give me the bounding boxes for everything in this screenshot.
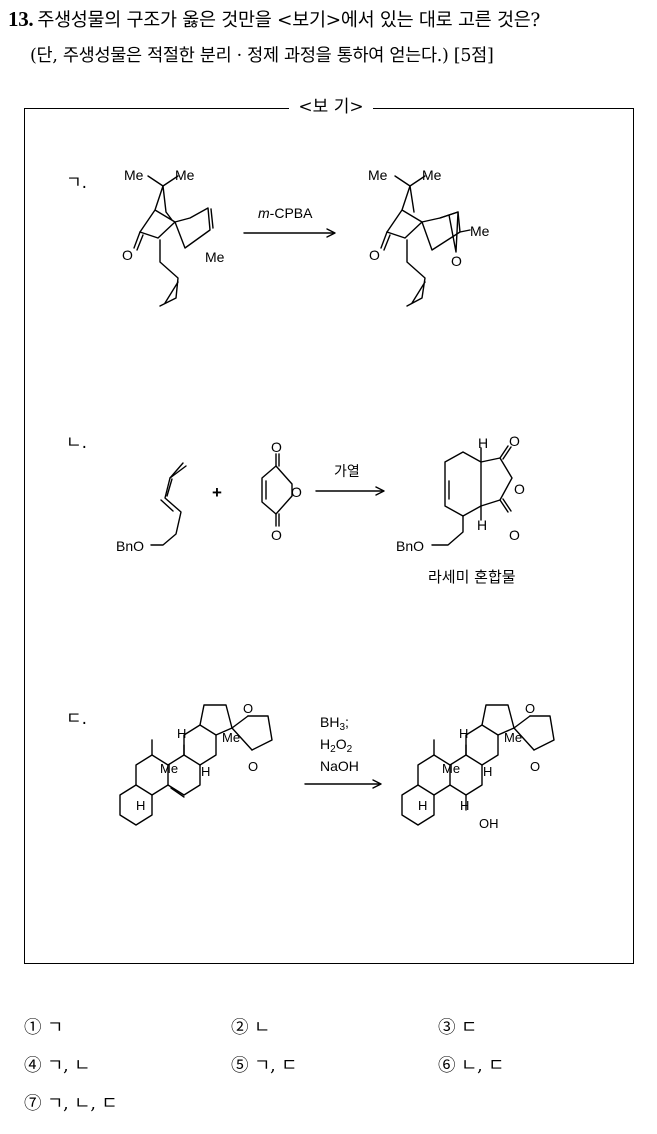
choice-1[interactable]: ① ㄱ bbox=[24, 1014, 63, 1039]
racemic-mixture-caption: 라세미 혼합물 bbox=[428, 568, 516, 586]
reactant-c-h3: H bbox=[136, 798, 145, 813]
reagent-bh: BH bbox=[320, 714, 339, 730]
reactant-c-o1: O bbox=[243, 701, 253, 716]
choice-1-num: ① bbox=[24, 1018, 42, 1038]
choice-3[interactable]: ③ ㄷ bbox=[438, 1014, 477, 1039]
reactant-c-h2: H bbox=[201, 764, 210, 779]
reactant-c-o2: O bbox=[248, 759, 258, 774]
product-b-h-top: H bbox=[478, 435, 488, 451]
reagent-c-line2: H2O2 bbox=[320, 736, 353, 755]
reactant-a-o: O bbox=[122, 247, 133, 263]
anhydride-o-ring: O bbox=[291, 484, 302, 500]
reagent-italic-m: m bbox=[258, 205, 270, 221]
product-a-me3: Me bbox=[470, 223, 490, 239]
product-c-me1: Me bbox=[442, 761, 460, 776]
product-b-o-ring: O bbox=[514, 481, 525, 497]
product-c-oh: OH bbox=[479, 816, 499, 831]
reactant-c-me1: Me bbox=[160, 761, 178, 776]
product-b-o-bottom: O bbox=[509, 527, 520, 543]
item-label-a: ㄱ. bbox=[66, 173, 88, 193]
anhydride-o-top: O bbox=[271, 439, 282, 455]
choice-1-text: ㄱ bbox=[47, 1018, 64, 1038]
reaction-b-diene: BnO bbox=[116, 462, 187, 554]
choice-4-text: ㄱ, ㄴ bbox=[47, 1056, 91, 1076]
choice-3-text: ㄷ bbox=[461, 1018, 478, 1038]
diene-bno: BnO bbox=[116, 538, 144, 554]
reaction-a-arrowhead bbox=[326, 228, 336, 238]
reaction-b-reagent: 가열 bbox=[334, 463, 360, 479]
item-label-b: ㄴ. bbox=[66, 433, 88, 453]
product-a-epoxide-o: O bbox=[451, 253, 462, 269]
choice-3-num: ③ bbox=[438, 1018, 456, 1038]
reactant-c-h1: H bbox=[177, 726, 186, 741]
reaction-b-arrowhead bbox=[375, 486, 385, 496]
choice-6-text: ㄴ, ㄷ bbox=[461, 1056, 505, 1076]
choice-7-text: ㄱ, ㄴ, ㄷ bbox=[47, 1094, 118, 1114]
reaction-b-plus: + bbox=[212, 483, 222, 502]
product-b-h-bottom: H bbox=[477, 517, 487, 533]
product-b-bno: BnO bbox=[396, 538, 424, 554]
choice-4[interactable]: ④ ㄱ, ㄴ bbox=[24, 1052, 90, 1077]
reaction-a-reagent: m-CPBA bbox=[258, 205, 313, 221]
product-a-me1: Me bbox=[368, 167, 388, 183]
product-c-h2: H bbox=[483, 764, 492, 779]
question-stem: 13.주생성물의 구조가 옳은 것만을 <보기>에서 있는 대로 고른 것은? bbox=[8, 6, 540, 32]
product-a-o: O bbox=[369, 247, 380, 263]
choice-2-num: ② bbox=[231, 1018, 249, 1038]
product-a-me2: Me bbox=[422, 167, 442, 183]
reagent-sub2b: 2 bbox=[347, 744, 353, 755]
reactant-a-me3: Me bbox=[205, 249, 225, 265]
reagent-sub3: 3 bbox=[339, 722, 345, 733]
product-c-h4: H bbox=[460, 798, 469, 813]
reactant-a-me2: Me bbox=[175, 167, 195, 183]
product-c-me2: Me bbox=[504, 730, 522, 745]
reagent-semicolon: ; bbox=[345, 714, 349, 730]
question-note: (단, 주생성물은 적절한 분리 · 정제 과정을 통하여 얻는다.) [5점] bbox=[30, 46, 494, 66]
product-c-o2: O bbox=[530, 759, 540, 774]
choice-4-num: ④ bbox=[24, 1056, 42, 1076]
choice-5-text: ㄱ, ㄷ bbox=[254, 1056, 298, 1076]
choice-5-num: ⑤ bbox=[231, 1056, 249, 1076]
reagent-h: H bbox=[320, 736, 330, 752]
choice-7[interactable]: ⑦ ㄱ, ㄴ, ㄷ bbox=[24, 1090, 118, 1115]
choice-7-num: ⑦ bbox=[24, 1094, 42, 1114]
choice-6[interactable]: ⑥ ㄴ, ㄷ bbox=[438, 1052, 504, 1077]
reagent-c-line3: NaOH bbox=[320, 758, 359, 774]
example-box-title: <보 기> bbox=[289, 94, 373, 120]
product-c-o1: O bbox=[525, 701, 535, 716]
choice-2-text: ㄴ bbox=[254, 1018, 271, 1038]
reaction-a-reactant: Me Me O Me bbox=[122, 167, 225, 307]
item-label-c: ㄷ. bbox=[66, 709, 88, 729]
product-b-o-top: O bbox=[509, 433, 520, 449]
product-c-h1: H bbox=[459, 726, 468, 741]
reaction-b-product: H H O O O BnO bbox=[396, 433, 525, 554]
reaction-a-product: Me Me O Me O bbox=[368, 167, 490, 307]
reactant-a-me1: Me bbox=[124, 167, 144, 183]
reaction-c-reactant: Me Me H H H O O bbox=[119, 701, 273, 826]
reagent-sub2a: 2 bbox=[330, 744, 336, 755]
choice-5[interactable]: ⑤ ㄱ, ㄷ bbox=[231, 1052, 297, 1077]
question-number: 13. bbox=[8, 7, 34, 31]
reagent-o: O bbox=[336, 736, 347, 752]
product-c-h3: H bbox=[418, 798, 427, 813]
choice-6-num: ⑥ bbox=[438, 1056, 456, 1076]
anhydride-o-bottom: O bbox=[271, 527, 282, 543]
reactant-c-me2: Me bbox=[222, 730, 240, 745]
reaction-c-product: Me Me H H H H OH O O bbox=[401, 701, 555, 831]
choice-2[interactable]: ② ㄴ bbox=[231, 1014, 270, 1039]
reaction-c-arrowhead bbox=[372, 779, 382, 789]
reagent-c-line1: BH3; bbox=[320, 714, 349, 733]
question-text: 주생성물의 구조가 옳은 것만을 <보기>에서 있는 대로 고른 것은? bbox=[37, 10, 541, 31]
reaction-b-dienophile: O O O bbox=[261, 439, 302, 543]
